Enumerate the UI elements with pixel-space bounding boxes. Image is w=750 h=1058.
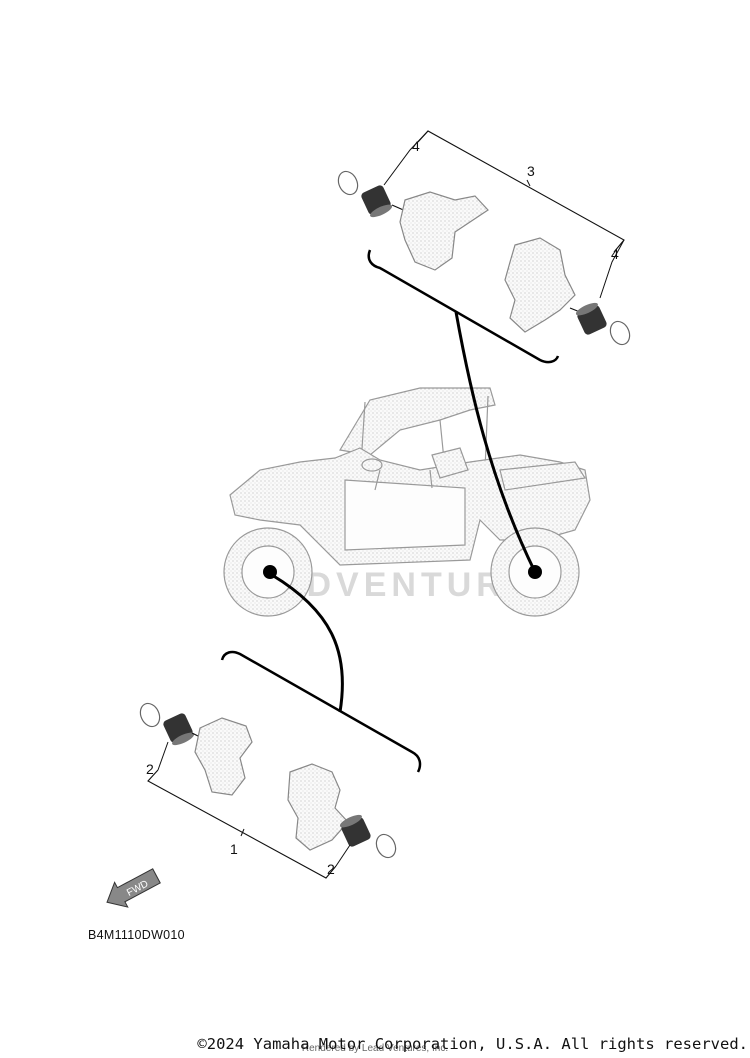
front-leader-line <box>271 573 344 713</box>
callout-4-left: 4 <box>412 138 420 154</box>
knuckle-front-left <box>194 717 253 796</box>
bushing-rear-left <box>361 185 393 218</box>
drawing-code: B4M1110DW010 <box>88 928 185 942</box>
front-group-bracket <box>220 650 422 773</box>
callout-1: 1 <box>230 841 238 857</box>
knuckle-front-right <box>287 763 349 851</box>
bushing-front-right <box>339 814 371 847</box>
knuckle-rear-right <box>504 237 576 333</box>
oring-front-right <box>375 833 397 859</box>
rendered-by-credit: Rendered by Lead Ventures, Inc. <box>301 1043 449 1054</box>
fwd-arrow-icon: FWD <box>106 868 161 908</box>
callout-4-right: 4 <box>611 246 619 262</box>
rear-group-bracket <box>367 249 560 364</box>
front-knuckle-group: 2 1 2 <box>139 650 422 879</box>
oring-front-left <box>139 702 161 728</box>
oring-rear-right <box>609 320 631 346</box>
callout-2-left: 2 <box>146 761 154 777</box>
rear-leader-line <box>454 311 537 573</box>
callout-2-right: 2 <box>327 861 335 877</box>
callout-3: 3 <box>527 163 535 179</box>
knuckle-rear-left <box>399 191 489 271</box>
vehicle-illustration <box>229 387 591 566</box>
bushing-rear-right <box>575 302 607 335</box>
callout-1-bracket <box>147 769 337 879</box>
copyright-notice: ©2024 Yamaha Motor Corporation, U.S.A. A… <box>197 1035 748 1053</box>
rear-knuckle-group: 4 3 4 <box>337 130 631 364</box>
oring-rear-left <box>337 170 359 196</box>
bushing-front-left <box>163 713 195 746</box>
